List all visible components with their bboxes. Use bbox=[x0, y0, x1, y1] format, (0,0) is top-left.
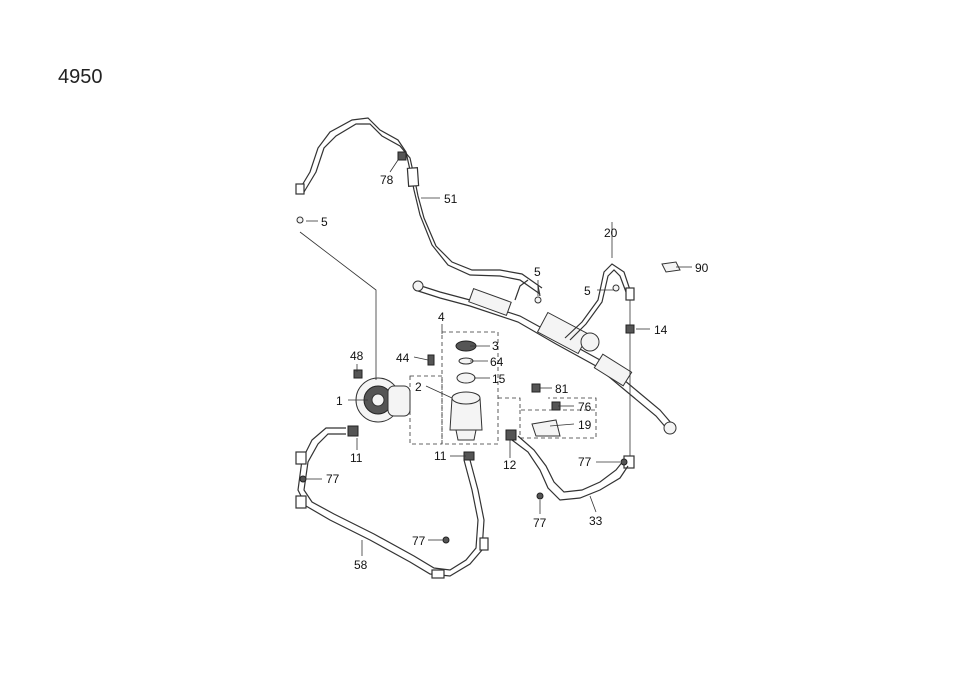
callout-3: 3 bbox=[492, 339, 499, 353]
diagram-number: 4950 bbox=[58, 66, 103, 88]
callout-64: 64 bbox=[490, 355, 504, 369]
callout-77-right: 77 bbox=[578, 455, 592, 469]
callout-5-right: 5 bbox=[584, 284, 591, 298]
power-steering-pump bbox=[299, 231, 411, 423]
callout-33: 33 bbox=[589, 514, 603, 528]
callout-20: 20 bbox=[604, 226, 618, 240]
callout-5-middle: 5 bbox=[534, 265, 541, 279]
return-hose-33 bbox=[511, 435, 629, 501]
callout-4: 4 bbox=[438, 310, 445, 324]
callout-90: 90 bbox=[695, 261, 709, 275]
callout-81: 81 bbox=[555, 382, 569, 396]
reservoir-assembly bbox=[409, 331, 597, 461]
steering-rack bbox=[412, 279, 677, 435]
callout-48: 48 bbox=[350, 349, 364, 363]
callout-19: 19 bbox=[578, 418, 592, 432]
callout-12: 12 bbox=[503, 458, 517, 472]
callout-labels: 1 2 4 3 64 15 5 5 5 48 44 11 11 12 14 81… bbox=[321, 173, 709, 572]
callout-77-left: 77 bbox=[326, 472, 340, 486]
callout-11-reservoir: 11 bbox=[434, 449, 447, 463]
supply-hose-58 bbox=[295, 427, 489, 579]
callout-5-left: 5 bbox=[321, 215, 328, 229]
callout-2: 2 bbox=[415, 380, 422, 394]
pressure-hose-upper bbox=[295, 117, 543, 295]
callout-11-pump: 11 bbox=[350, 451, 363, 465]
callout-77-lower: 77 bbox=[412, 534, 426, 548]
callout-14: 14 bbox=[654, 323, 668, 337]
callout-51: 51 bbox=[444, 192, 458, 206]
callout-76: 76 bbox=[578, 400, 592, 414]
callout-44: 44 bbox=[396, 351, 410, 365]
callout-15: 15 bbox=[492, 372, 506, 386]
callout-77-bottom: 77 bbox=[533, 516, 547, 530]
callout-1: 1 bbox=[336, 394, 343, 408]
small-fittings bbox=[296, 151, 681, 544]
callout-58: 58 bbox=[354, 558, 368, 572]
callout-78: 78 bbox=[380, 173, 394, 187]
callout-leaders bbox=[306, 159, 692, 556]
